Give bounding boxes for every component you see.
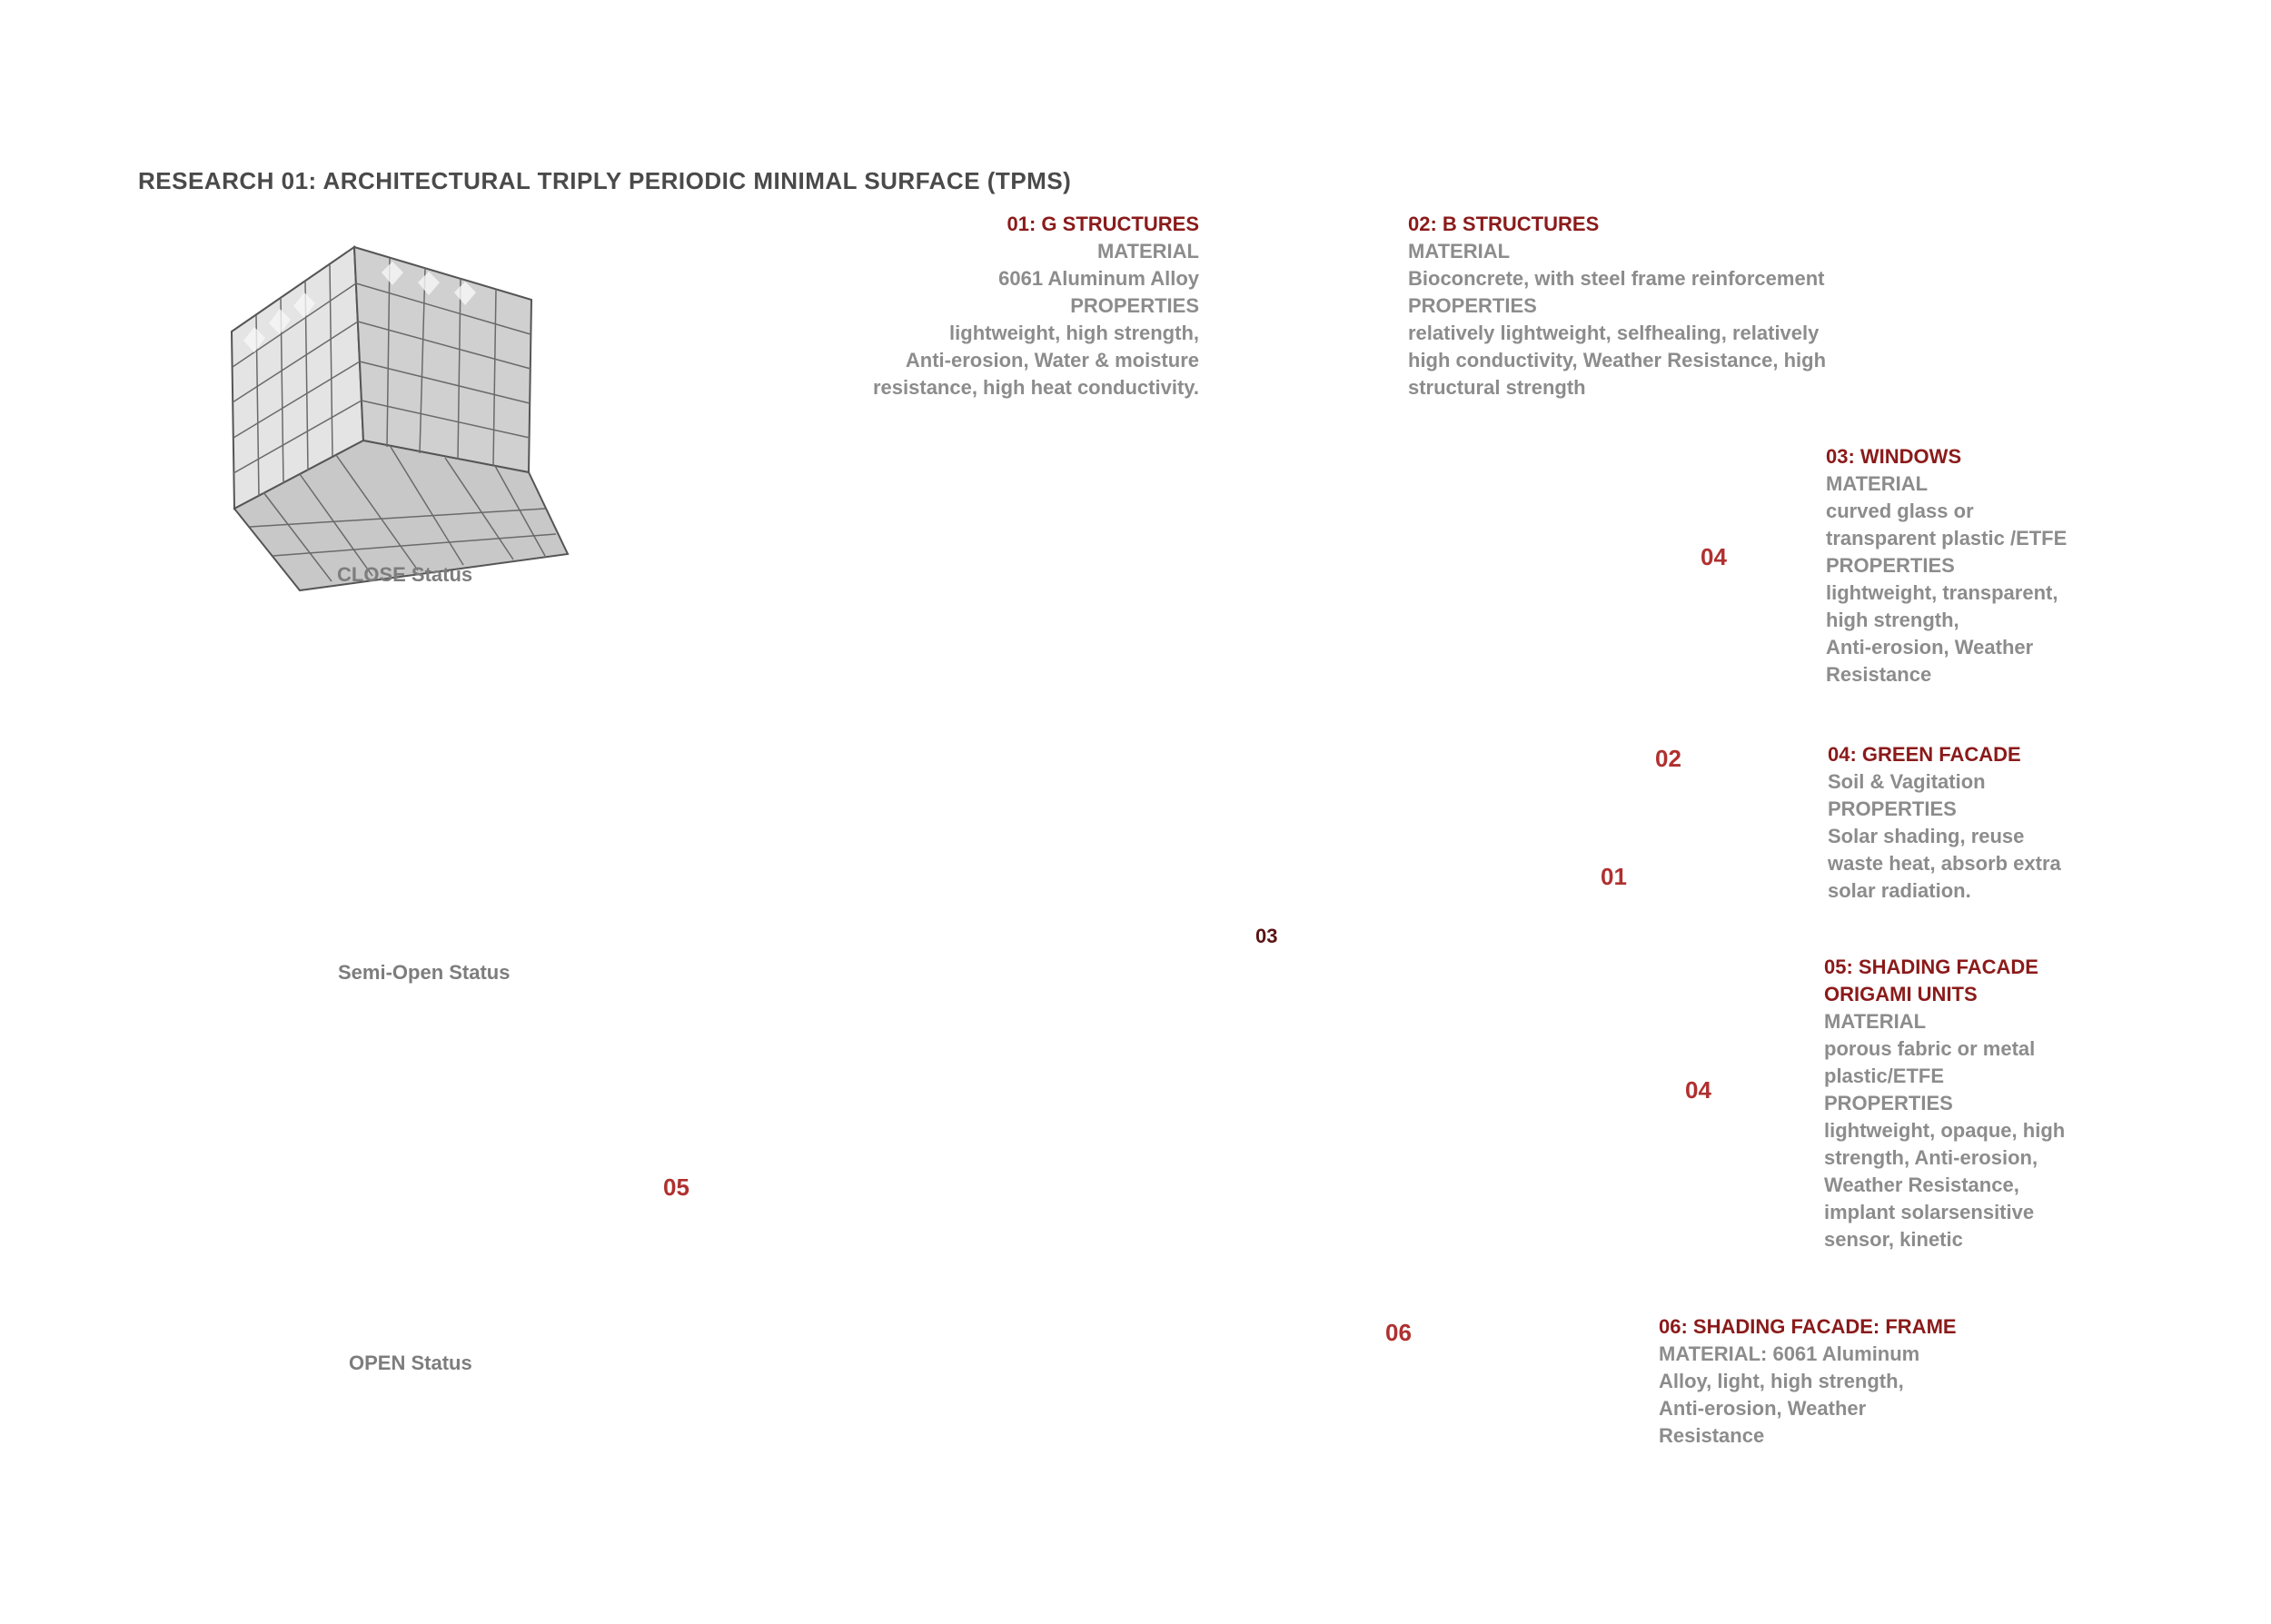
shading-frame-line: Anti-erosion, Weather [1659, 1397, 1867, 1420]
marker-label-03: 03 [1255, 925, 1278, 947]
shading-origami-line: plastic/ETFE [1824, 1065, 1945, 1087]
shading-origami-block: 05: SHADING FACADE ORIGAMI UNITS MATERIA… [1824, 954, 2065, 1253]
marker-label-06: 06 [1385, 1319, 1412, 1346]
marker-label-05: 05 [663, 1173, 689, 1201]
g-structures-line: lightweight, high strength, [949, 322, 1199, 344]
green-facade-heading: 04: GREEN FACADE [1828, 743, 2021, 766]
marker-label-04-top: 04 [1701, 543, 1727, 570]
marker-label-04-bottom: 04 [1685, 1076, 1711, 1104]
g-structures-line: MATERIAL [1096, 240, 1199, 262]
b-structures-line: PROPERTIES [1408, 294, 1537, 317]
close-status-panel [230, 245, 570, 592]
marker-label-02: 02 [1655, 745, 1681, 772]
marker-label-01: 01 [1601, 863, 1627, 890]
shading-frame-block: 06: SHADING FACADE: FRAME MATERIAL: 6061… [1659, 1313, 1957, 1450]
windows-line: curved glass or [1826, 500, 1974, 522]
green-facade-line: PROPERTIES [1828, 797, 1957, 820]
page-title: RESEARCH 01: ARCHITECTURAL TRIPLY PERIOD… [138, 167, 1072, 194]
g-structures-heading: 01: G STRUCTURES [1007, 213, 1199, 235]
windows-line: PROPERTIES [1826, 554, 1955, 577]
green-facade-line: Soil & Vagitation [1828, 770, 1986, 793]
close-status-label: CLOSE Status [337, 563, 473, 586]
windows-heading: 03: WINDOWS [1826, 445, 1962, 468]
windows-line: Anti-erosion, Weather [1826, 636, 2034, 659]
g-structures-line: PROPERTIES [1070, 294, 1199, 317]
g-structures-line: 6061 Aluminum Alloy [998, 267, 1199, 290]
shading-origami-subheading: ORIGAMI UNITS [1824, 983, 1978, 1005]
b-structures-line: Bioconcrete, with steel frame reinforcem… [1408, 267, 1825, 290]
shading-frame-line: Alloy, light, high strength, [1659, 1370, 1904, 1392]
shading-origami-line: Weather Resistance, [1824, 1173, 2019, 1196]
shading-origami-line: implant solarsensitive [1824, 1201, 2035, 1223]
windows-line: Resistance [1826, 663, 1932, 686]
shading-origami-heading: 05: SHADING FACADE [1824, 956, 2038, 978]
b-structures-heading: 02: B STRUCTURES [1408, 213, 1600, 235]
windows-line: high strength, [1826, 609, 1959, 631]
b-structures-line: relatively lightweight, selfhealing, rel… [1408, 322, 1820, 344]
b-structures-line: high conductivity, Weather Resistance, h… [1408, 349, 1827, 371]
green-facade-line: Solar shading, reuse [1828, 825, 2025, 847]
shading-origami-line: lightweight, opaque, high [1824, 1119, 2066, 1142]
b-structures-line: structural strength [1408, 376, 1586, 399]
g-structures-line: Anti-erosion, Water & moisture [905, 349, 1199, 371]
green-facade-line: solar radiation. [1828, 879, 1971, 902]
shading-frame-line: MATERIAL: 6061 Aluminum [1659, 1342, 1920, 1365]
g-structures-line: resistance, high heat conductivity. [872, 376, 1199, 399]
shading-origami-line: PROPERTIES [1824, 1092, 1953, 1114]
shading-origami-line: MATERIAL [1824, 1010, 1927, 1033]
shading-origami-line: strength, Anti-erosion, [1824, 1146, 2038, 1169]
windows-line: MATERIAL [1826, 472, 1929, 495]
open-status-label: OPEN Status [349, 1352, 472, 1374]
g-structures-block: 01: G STRUCTURES MATERIAL 6061 Aluminum … [873, 211, 1199, 401]
b-structures-block: 02: B STRUCTURES MATERIAL Bioconcrete, w… [1408, 211, 1826, 401]
shading-origami-line: porous fabric or metal [1824, 1037, 2036, 1060]
b-structures-line: MATERIAL [1408, 240, 1511, 262]
windows-line: lightweight, transparent, [1826, 581, 2058, 604]
semi-open-status-label: Semi-Open Status [338, 961, 511, 984]
windows-line: transparent plastic /ETFE [1826, 527, 2068, 550]
shading-origami-line: sensor, kinetic [1824, 1228, 1963, 1251]
shading-frame-line: Resistance [1659, 1424, 1765, 1447]
green-facade-block: 04: GREEN FACADE Soil & Vagitation PROPE… [1828, 741, 2061, 905]
windows-block: 03: WINDOWS MATERIAL curved glass or tra… [1826, 443, 2067, 688]
green-facade-line: waste heat, absorb extra [1828, 852, 2061, 875]
shading-frame-heading: 06: SHADING FACADE: FRAME [1659, 1315, 1957, 1338]
